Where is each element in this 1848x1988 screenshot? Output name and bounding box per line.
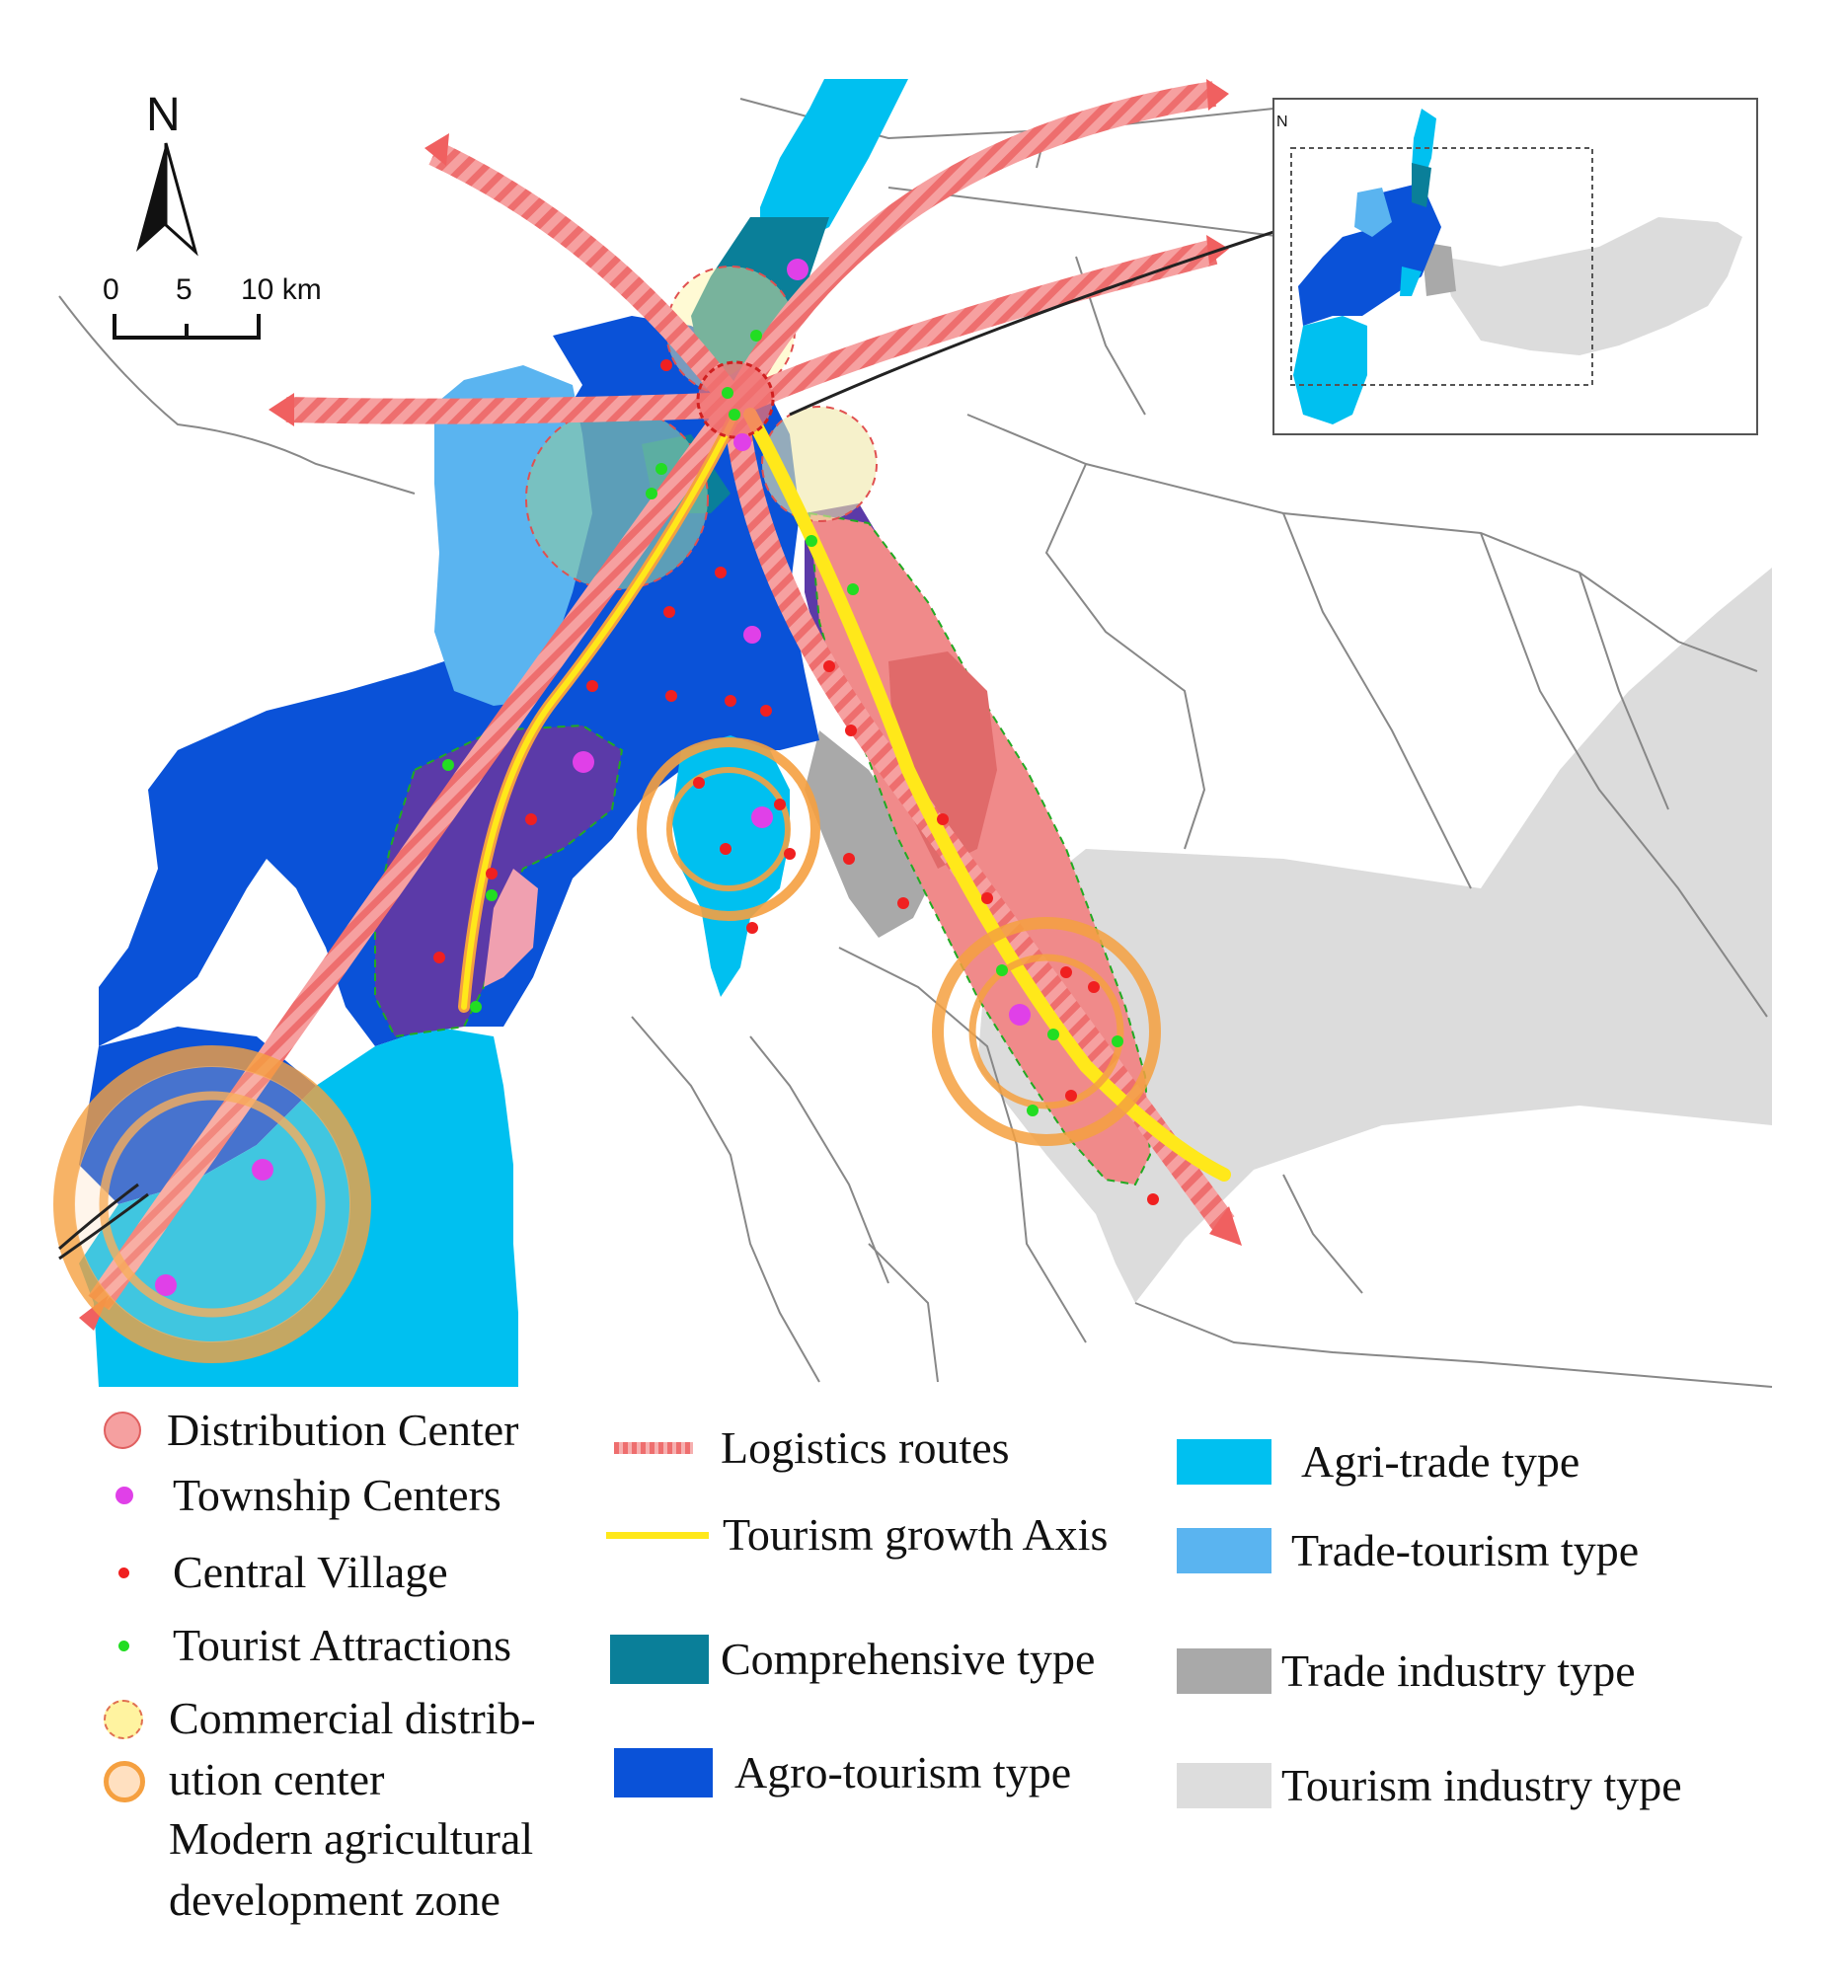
- tourist-attraction-swatch: [118, 1640, 129, 1651]
- scale-tick-5: 5: [176, 273, 192, 306]
- legend-label-agri-zone: Modern agricultural development zone: [169, 1813, 534, 1925]
- legend-item-trade-tourism: Trade-tourism type: [1177, 1520, 1639, 1581]
- inset-map: N: [1272, 98, 1758, 435]
- township-center-swatch: [116, 1487, 133, 1504]
- agro-tourism-swatch: [614, 1748, 713, 1797]
- logistics-routes: [88, 81, 1235, 1311]
- tourism-axis-swatch: [606, 1531, 709, 1539]
- tourism-growth-axes: [458, 408, 1231, 1182]
- distribution-center-circle: [696, 360, 775, 439]
- inset-blue-regions: [1298, 183, 1441, 326]
- agri-trade-region-southwest: [79, 1027, 518, 1387]
- agri-zone-fill-sw: [74, 1066, 350, 1342]
- inset-lightblue-region: [1354, 188, 1392, 237]
- scale-bar: 0 5 10 km: [103, 273, 322, 340]
- legend-item-agro-tourism: Agro-tourism type: [614, 1742, 1071, 1803]
- central-village-swatch: [118, 1567, 129, 1578]
- legend-label-logistics-routes: Logistics routes: [721, 1422, 1010, 1473]
- legend-item-agri-zone: Modern agricultural development zone: [104, 1761, 603, 1931]
- comprehensive-swatch: [610, 1635, 709, 1684]
- agri-trade-region-center: [671, 735, 790, 997]
- agri-trade-swatch: [1177, 1439, 1271, 1485]
- scale-tick-0: 0: [103, 273, 119, 306]
- inset-cyan-regions: [1293, 109, 1436, 424]
- agri-trade-region-north: [760, 79, 908, 247]
- trade-tourism-swatch: [1177, 1528, 1271, 1573]
- tourist-attraction-points: [442, 330, 1123, 1116]
- legend-item-trade-industry: Trade industry type: [1177, 1641, 1636, 1702]
- legend-label-township-centers: Township Centers: [173, 1470, 501, 1520]
- tourism-industry-swatch: [1177, 1763, 1271, 1808]
- legend-item-distribution-center: Distribution Center: [104, 1400, 518, 1461]
- pink-zone-west: [484, 869, 538, 987]
- legend-label-comprehensive: Comprehensive type: [721, 1634, 1096, 1684]
- legend-label-trade-industry: Trade industry type: [1281, 1645, 1636, 1696]
- township-center-points: [155, 259, 1031, 1296]
- map-legend: Distribution Center Township Centers Cen…: [0, 1382, 1848, 1988]
- trade-industry-region: [805, 730, 928, 938]
- commercial-center-swatch: [104, 1700, 143, 1739]
- agri-zone-rings: [53, 737, 1161, 1363]
- legend-item-agri-trade: Agri-trade type: [1177, 1431, 1579, 1492]
- legend-item-tourism-axis: Tourism growth Axis: [606, 1504, 1108, 1566]
- legend-label-tourist-attractions: Tourist Attractions: [173, 1620, 512, 1670]
- north-arrow: N: [136, 89, 198, 257]
- legend-label-trade-tourism: Trade-tourism type: [1291, 1525, 1640, 1575]
- trade-industry-swatch: [1177, 1648, 1271, 1694]
- legend-item-tourist-attractions: Tourist Attractions: [118, 1615, 511, 1676]
- scale-tick-10: 10 km: [241, 273, 322, 306]
- legend-label-agro-tourism: Agro-tourism type: [734, 1747, 1072, 1797]
- legend-label-agri-trade: Agri-trade type: [1301, 1436, 1580, 1487]
- railway-lines: [58, 230, 1274, 1261]
- legend-item-township-centers: Township Centers: [116, 1465, 501, 1526]
- legend-item-commercial-center: Commercial distrib- ution center: [104, 1688, 623, 1810]
- legend-label-commercial-center: Commercial distrib- ution center: [169, 1693, 536, 1804]
- legend-item-comprehensive: Comprehensive type: [610, 1629, 1095, 1690]
- legend-label-central-village: Central Village: [173, 1547, 448, 1597]
- central-village-points: [433, 359, 1159, 1205]
- legend-label-distribution-center: Distribution Center: [167, 1405, 519, 1455]
- inset-teal-region: [1412, 163, 1431, 207]
- legend-item-central-village: Central Village: [118, 1542, 448, 1603]
- legend-label-tourism-industry: Tourism industry type: [1281, 1760, 1682, 1810]
- logistics-route-swatch: [614, 1442, 693, 1454]
- inset-extent-box: [1290, 147, 1593, 386]
- inset-darkgrey-region: [1422, 242, 1456, 296]
- comprehensive-region-north: [691, 217, 829, 375]
- tourism-industry-region: [977, 568, 1772, 1303]
- legend-item-logistics-routes: Logistics routes: [614, 1417, 1010, 1479]
- legend-label-tourism-axis: Tourism growth Axis: [723, 1509, 1109, 1560]
- north-label: N: [146, 89, 181, 141]
- legend-item-tourism-industry: Tourism industry type: [1177, 1755, 1682, 1816]
- inset-north-mark: N: [1276, 114, 1288, 130]
- distribution-center-swatch: [104, 1412, 141, 1449]
- agri-zone-swatch: [104, 1761, 145, 1802]
